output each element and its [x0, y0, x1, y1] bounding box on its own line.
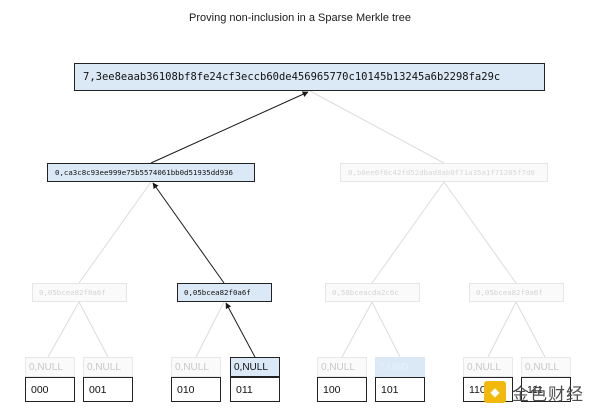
level1-node-right: 0,b0ee6f0c42fd52dbad8ab0f71a35a1f71205f7…: [340, 163, 548, 182]
edge-q1-l0: [47, 301, 80, 358]
leaf-value-010: 0,NULL: [171, 357, 221, 377]
watermark-badge-symbol: ◆: [490, 385, 500, 399]
edge-right-q4: [443, 181, 517, 284]
level2-node-2: 0,05bcea82f0a6f: [177, 283, 272, 302]
edge-q4-l6: [487, 301, 517, 358]
edge-q4-l7: [515, 301, 546, 358]
edge-q2-l2: [195, 301, 225, 358]
diagram-title: Proving non-inclusion in a Sparse Merkle…: [189, 12, 411, 24]
leaf-value-101: 7,USD: [375, 357, 425, 377]
edge-right-q3: [371, 181, 445, 284]
edge-left-q1: [78, 181, 152, 284]
leaf-key-101: 101: [375, 377, 425, 402]
edge-q3-l5: [371, 301, 401, 358]
level2-node-3: 0,58bceacda2c6c: [325, 283, 420, 302]
proof-edge-left-to-root: [150, 91, 309, 164]
watermark: ◆ 金色财经: [482, 378, 600, 408]
leaf-key-111: 111: [521, 377, 571, 402]
leaf-key-100: 100: [317, 377, 367, 402]
leaf-value-000: 0,NULL: [25, 357, 75, 377]
edge-q1-l1: [78, 301, 109, 358]
edge-q3-l4: [341, 301, 373, 358]
leaf-value-111: 0,NULL: [521, 357, 571, 377]
leaf-key-010: 010: [171, 377, 221, 402]
leaf-value-100: 0,NULL: [317, 357, 367, 377]
jinse-logo-icon: ◆: [484, 381, 506, 403]
leaf-key-000: 000: [25, 377, 75, 402]
leaf-key-001: 001: [83, 377, 133, 402]
level1-node-left: 0,ca3c8c93ee999e75b5574061bb0d51935dd936: [47, 163, 255, 182]
proof-edge-leaf-to-q2: [225, 302, 256, 358]
root-node: 7,3ee8eaab36108bf8fe24cf3eccb60de4569657…: [74, 63, 545, 91]
level2-node-1: 0,05bcea82f0a6f: [32, 283, 127, 302]
leaf-value-110: 0,NULL: [463, 357, 513, 377]
edge-root-right: [309, 90, 445, 164]
leaf-key-011: 011: [230, 377, 280, 402]
leaf-value-001: 0,NULL: [83, 357, 133, 377]
level2-node-4: 0,05bcea82f0a6f: [469, 283, 564, 302]
proof-edge-q2-to-left: [152, 182, 225, 284]
watermark-text: 金色财经: [512, 385, 584, 405]
leaf-value-011: 0,NULL: [230, 357, 280, 377]
